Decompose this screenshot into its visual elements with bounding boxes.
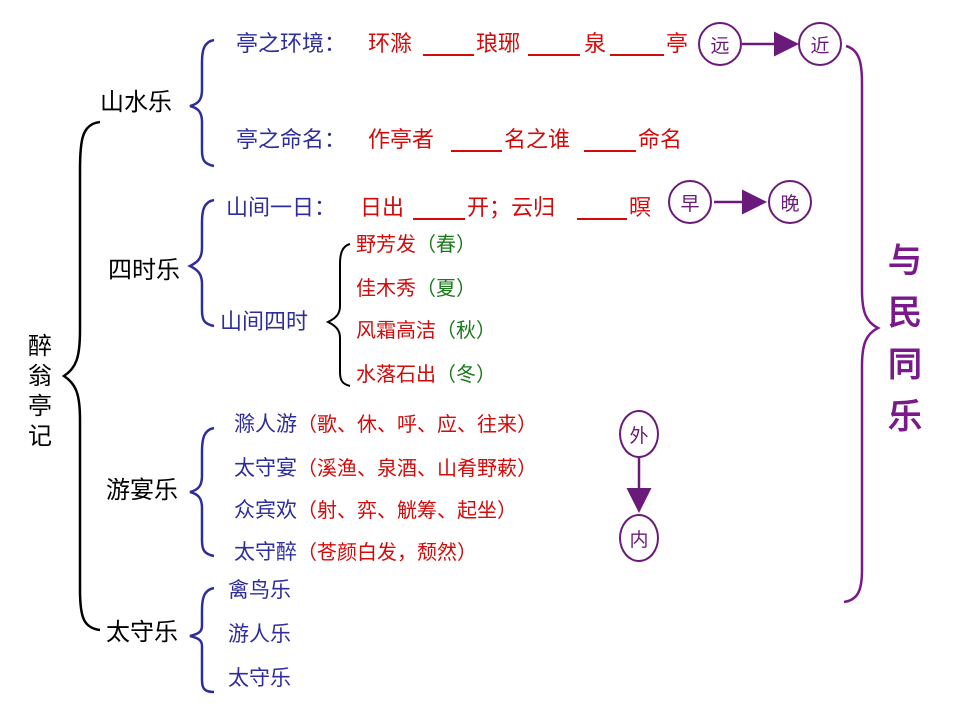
youyan-detail: （射、弈、觥筹、起坐）: [297, 498, 517, 522]
youyan-row-3: 众宾欢（射、弈、觥筹、起坐）: [234, 500, 517, 521]
order-circle-yuan: 远: [698, 22, 742, 66]
youyan-row-1: 滁人游（歌、休、呼、应、往来）: [234, 414, 537, 435]
youyan-detail: （溪渔、泉酒、山肴野蔌）: [297, 456, 537, 480]
branch-youyan: 游宴乐: [106, 476, 178, 504]
env-chain-3: 泉: [584, 32, 607, 57]
env-chain-4: 亭: [666, 32, 689, 57]
youyan-who: 滁人游: [234, 412, 297, 436]
conclusion-char-4: 乐: [888, 397, 922, 437]
season-text: 野芳发: [356, 232, 416, 256]
youyan-row-2: 太守宴（溪渔、泉酒、山肴野蔌）: [234, 458, 537, 479]
order-circle-nei: 内: [619, 514, 659, 562]
name-chain-3: 命名: [638, 128, 683, 153]
sishi-brace: [187, 198, 215, 328]
seasons-label: 山间四时: [220, 310, 309, 335]
season-row-summer: 佳木秀（夏）: [356, 278, 476, 298]
root-brace: [61, 120, 101, 632]
youyan-row-4: 太守醉（苍颜白发，颓然）: [234, 542, 477, 563]
order-circle-wai: 外: [619, 410, 659, 458]
shanshui-brace: [189, 38, 215, 168]
youyan-who: 众宾欢: [234, 498, 297, 522]
taishou-item-youren: 游人乐: [228, 622, 291, 646]
name-chain-1: 作亭者: [368, 128, 435, 153]
youyan-detail: （苍颜白发，颓然）: [297, 540, 477, 564]
order-circle-jin: 近: [798, 22, 842, 66]
seasons-brace: [325, 243, 351, 387]
season-text: 风霜高洁: [356, 318, 436, 342]
season-text: 佳木秀: [356, 276, 416, 300]
youyan-who: 太守醉: [234, 540, 297, 564]
name-prefix: 亭之命名：: [236, 128, 347, 153]
branch-sishi: 四时乐: [108, 256, 180, 284]
season-tag: （秋）: [436, 318, 496, 342]
root-char-3: 亭: [28, 392, 52, 420]
root-char-1: 醉: [28, 332, 52, 360]
conclusion-char-3: 同: [888, 345, 922, 385]
env-prefix: 亭之环境：: [236, 32, 347, 57]
env-chain-2: 琅琊: [476, 32, 521, 57]
youyan-who: 太守宴: [234, 456, 297, 480]
youyan-brace: [189, 426, 215, 558]
season-text: 水落石出: [356, 362, 436, 386]
day-part-2: 开；云归: [467, 196, 556, 221]
order-circle-wan: 晚: [768, 180, 812, 224]
taishou-item-qinniao: 禽鸟乐: [228, 578, 291, 602]
season-row-winter: 水落石出（冬）: [356, 364, 496, 384]
branch-taishou: 太守乐: [106, 618, 178, 646]
branch-shanshui: 山水乐: [100, 88, 172, 116]
season-row-autumn: 风霜高洁（秋）: [356, 320, 496, 340]
env-chain-1: 环滁: [368, 32, 413, 57]
taishou-brace: [189, 586, 215, 694]
season-tag: （春）: [416, 232, 476, 256]
season-tag: （冬）: [436, 362, 496, 386]
day-part-3: 暝: [629, 196, 652, 221]
root-char-4: 记: [28, 422, 52, 450]
day-part-1: 日出: [360, 196, 405, 221]
conclusion-brace: [843, 44, 881, 604]
day-prefix: 山间一日：: [226, 196, 337, 221]
order-circle-zao: 早: [668, 180, 712, 224]
taishou-item-taishou: 太守乐: [228, 666, 291, 690]
conclusion-char-2: 民: [888, 293, 922, 333]
youyan-detail: （歌、休、呼、应、往来）: [297, 412, 537, 436]
season-tag: （夏）: [416, 276, 476, 300]
season-row-spring: 野芳发（春）: [356, 234, 476, 254]
conclusion-char-1: 与: [888, 241, 922, 281]
name-chain-2: 名之谁: [504, 128, 571, 153]
root-char-2: 翁: [28, 362, 52, 390]
